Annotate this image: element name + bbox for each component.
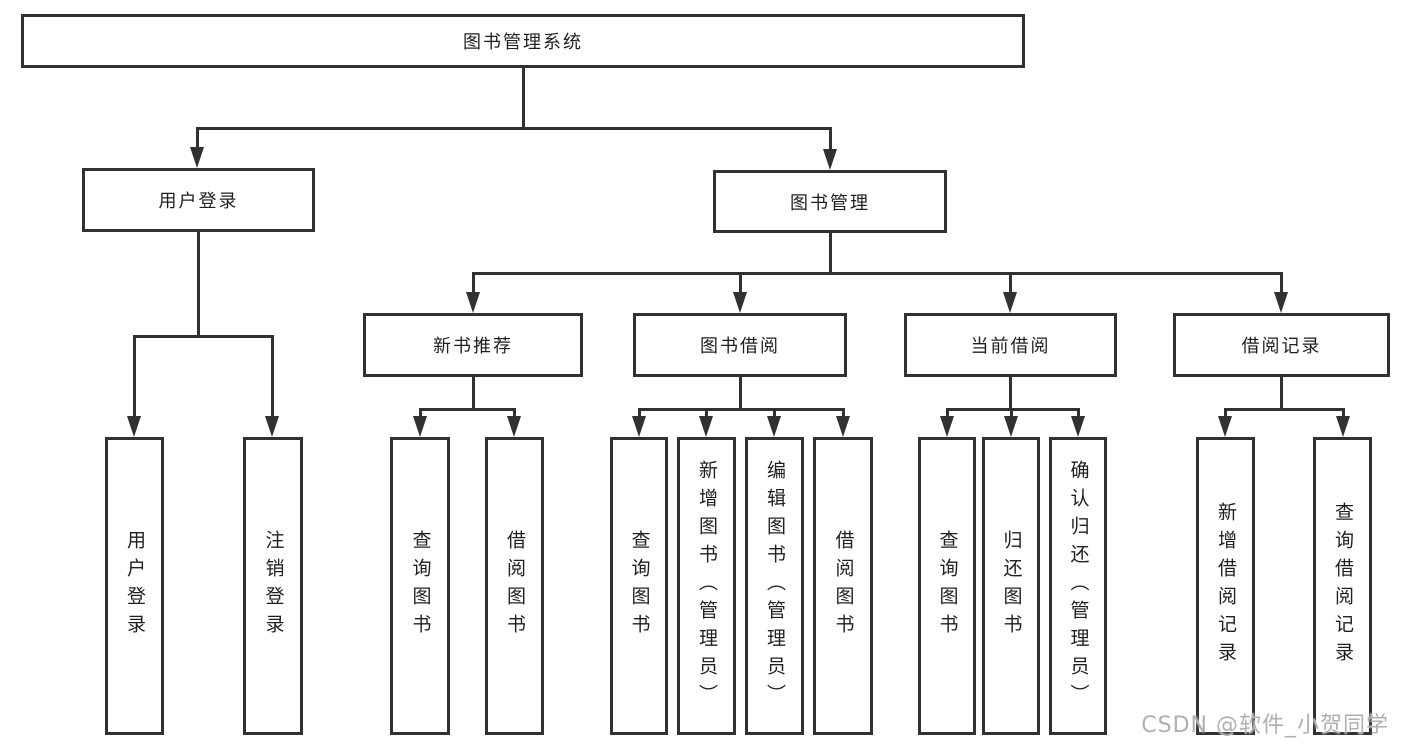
connector-current-branch: [946, 408, 1080, 411]
connector-drop: [1010, 408, 1013, 416]
arrow-down-icon: [1071, 416, 1085, 437]
node-user-login: 用户登录: [82, 168, 315, 232]
arrow-down-icon: [1274, 292, 1288, 313]
arrow-down-icon: [767, 416, 781, 437]
connector-drop: [842, 408, 845, 416]
connector-drop: [773, 408, 776, 416]
csdn-watermark: CSDN @软件_小贺同学: [1141, 713, 1389, 738]
arrow-down-icon: [699, 416, 713, 437]
arrow-down-icon: [733, 292, 747, 313]
leaf-current-return-books: 归还图书: [982, 437, 1040, 735]
node-book-management: 图书管理: [713, 170, 947, 233]
connector-drop-records: [1280, 272, 1283, 292]
arrow-down-icon: [632, 416, 646, 437]
arrow-down-icon: [1336, 416, 1350, 437]
leaf-borrow-query-books: 查询图书: [610, 437, 668, 735]
connector-drop-leaf-login: [133, 335, 136, 416]
arrow-down-icon: [413, 416, 427, 437]
connector-root-trunk: [522, 68, 525, 127]
connector-current-trunk: [1009, 377, 1012, 408]
connector-drop: [419, 408, 422, 416]
connector-records-branch: [1224, 408, 1344, 411]
leaf-borrow-add-books-admin: 新增图书（管理员）: [677, 437, 736, 735]
connector-drop: [1342, 408, 1345, 416]
arrow-down-icon: [127, 416, 141, 437]
connector-drop-book-mgmt: [829, 127, 832, 150]
connector-records-trunk: [1280, 377, 1283, 408]
connector-drop-user-login: [196, 127, 199, 147]
leaf-borrow-edit-books-admin: 编辑图书（管理员）: [745, 437, 804, 735]
connector-drop-borrow: [739, 272, 742, 292]
arrow-down-icon: [1004, 416, 1018, 437]
connector-drop-current: [1009, 272, 1012, 292]
connector-root-branch: [196, 127, 832, 130]
node-borrowing-records: 借阅记录: [1173, 313, 1390, 377]
connector-drop-leaf-logout: [271, 335, 274, 416]
connector-drop: [638, 408, 641, 416]
connector-borrow-trunk: [739, 377, 742, 408]
leaf-user-login: 用户登录: [105, 437, 164, 735]
connector-drop-recommend: [472, 272, 475, 292]
arrow-down-icon: [1003, 292, 1017, 313]
arrow-down-icon: [265, 416, 279, 437]
arrow-down-icon: [823, 149, 837, 170]
connector-mgmt-branch: [472, 272, 1282, 275]
leaf-logout: 注销登录: [243, 437, 303, 735]
connector-borrow-branch: [638, 408, 845, 411]
arrow-down-icon: [940, 416, 954, 437]
connector-login-branch: [133, 335, 274, 338]
connector-drop: [1077, 408, 1080, 416]
connector-recommend-branch: [419, 408, 516, 411]
connector-drop: [946, 408, 949, 416]
connector-login-trunk: [197, 232, 200, 335]
connector-drop: [1224, 408, 1227, 416]
connector-mgmt-trunk: [829, 233, 832, 272]
leaf-records-add-borrow-record: 新增借阅记录: [1196, 437, 1255, 735]
node-new-book-recommend: 新书推荐: [363, 313, 583, 377]
leaf-records-query-borrow-record: 查询借阅记录: [1313, 437, 1372, 735]
arrow-down-icon: [836, 416, 850, 437]
arrow-down-icon: [466, 292, 480, 313]
arrow-down-icon: [190, 147, 204, 168]
arrow-down-icon: [1218, 416, 1232, 437]
leaf-borrow-borrow-books: 借阅图书: [813, 437, 873, 735]
connector-drop: [513, 408, 516, 416]
leaf-current-confirm-return-admin: 确认归还（管理员）: [1049, 437, 1107, 735]
connector-recommend-trunk: [472, 377, 475, 408]
connector-drop: [705, 408, 708, 416]
leaf-recommend-borrow-books: 借阅图书: [485, 437, 544, 735]
leaf-recommend-query-books: 查询图书: [390, 437, 450, 735]
arrow-down-icon: [507, 416, 521, 437]
node-current-borrowing: 当前借阅: [904, 313, 1117, 377]
node-library-system: 图书管理系统: [21, 14, 1025, 68]
node-book-borrowing: 图书借阅: [633, 313, 847, 377]
leaf-current-query-books: 查询图书: [918, 437, 976, 735]
